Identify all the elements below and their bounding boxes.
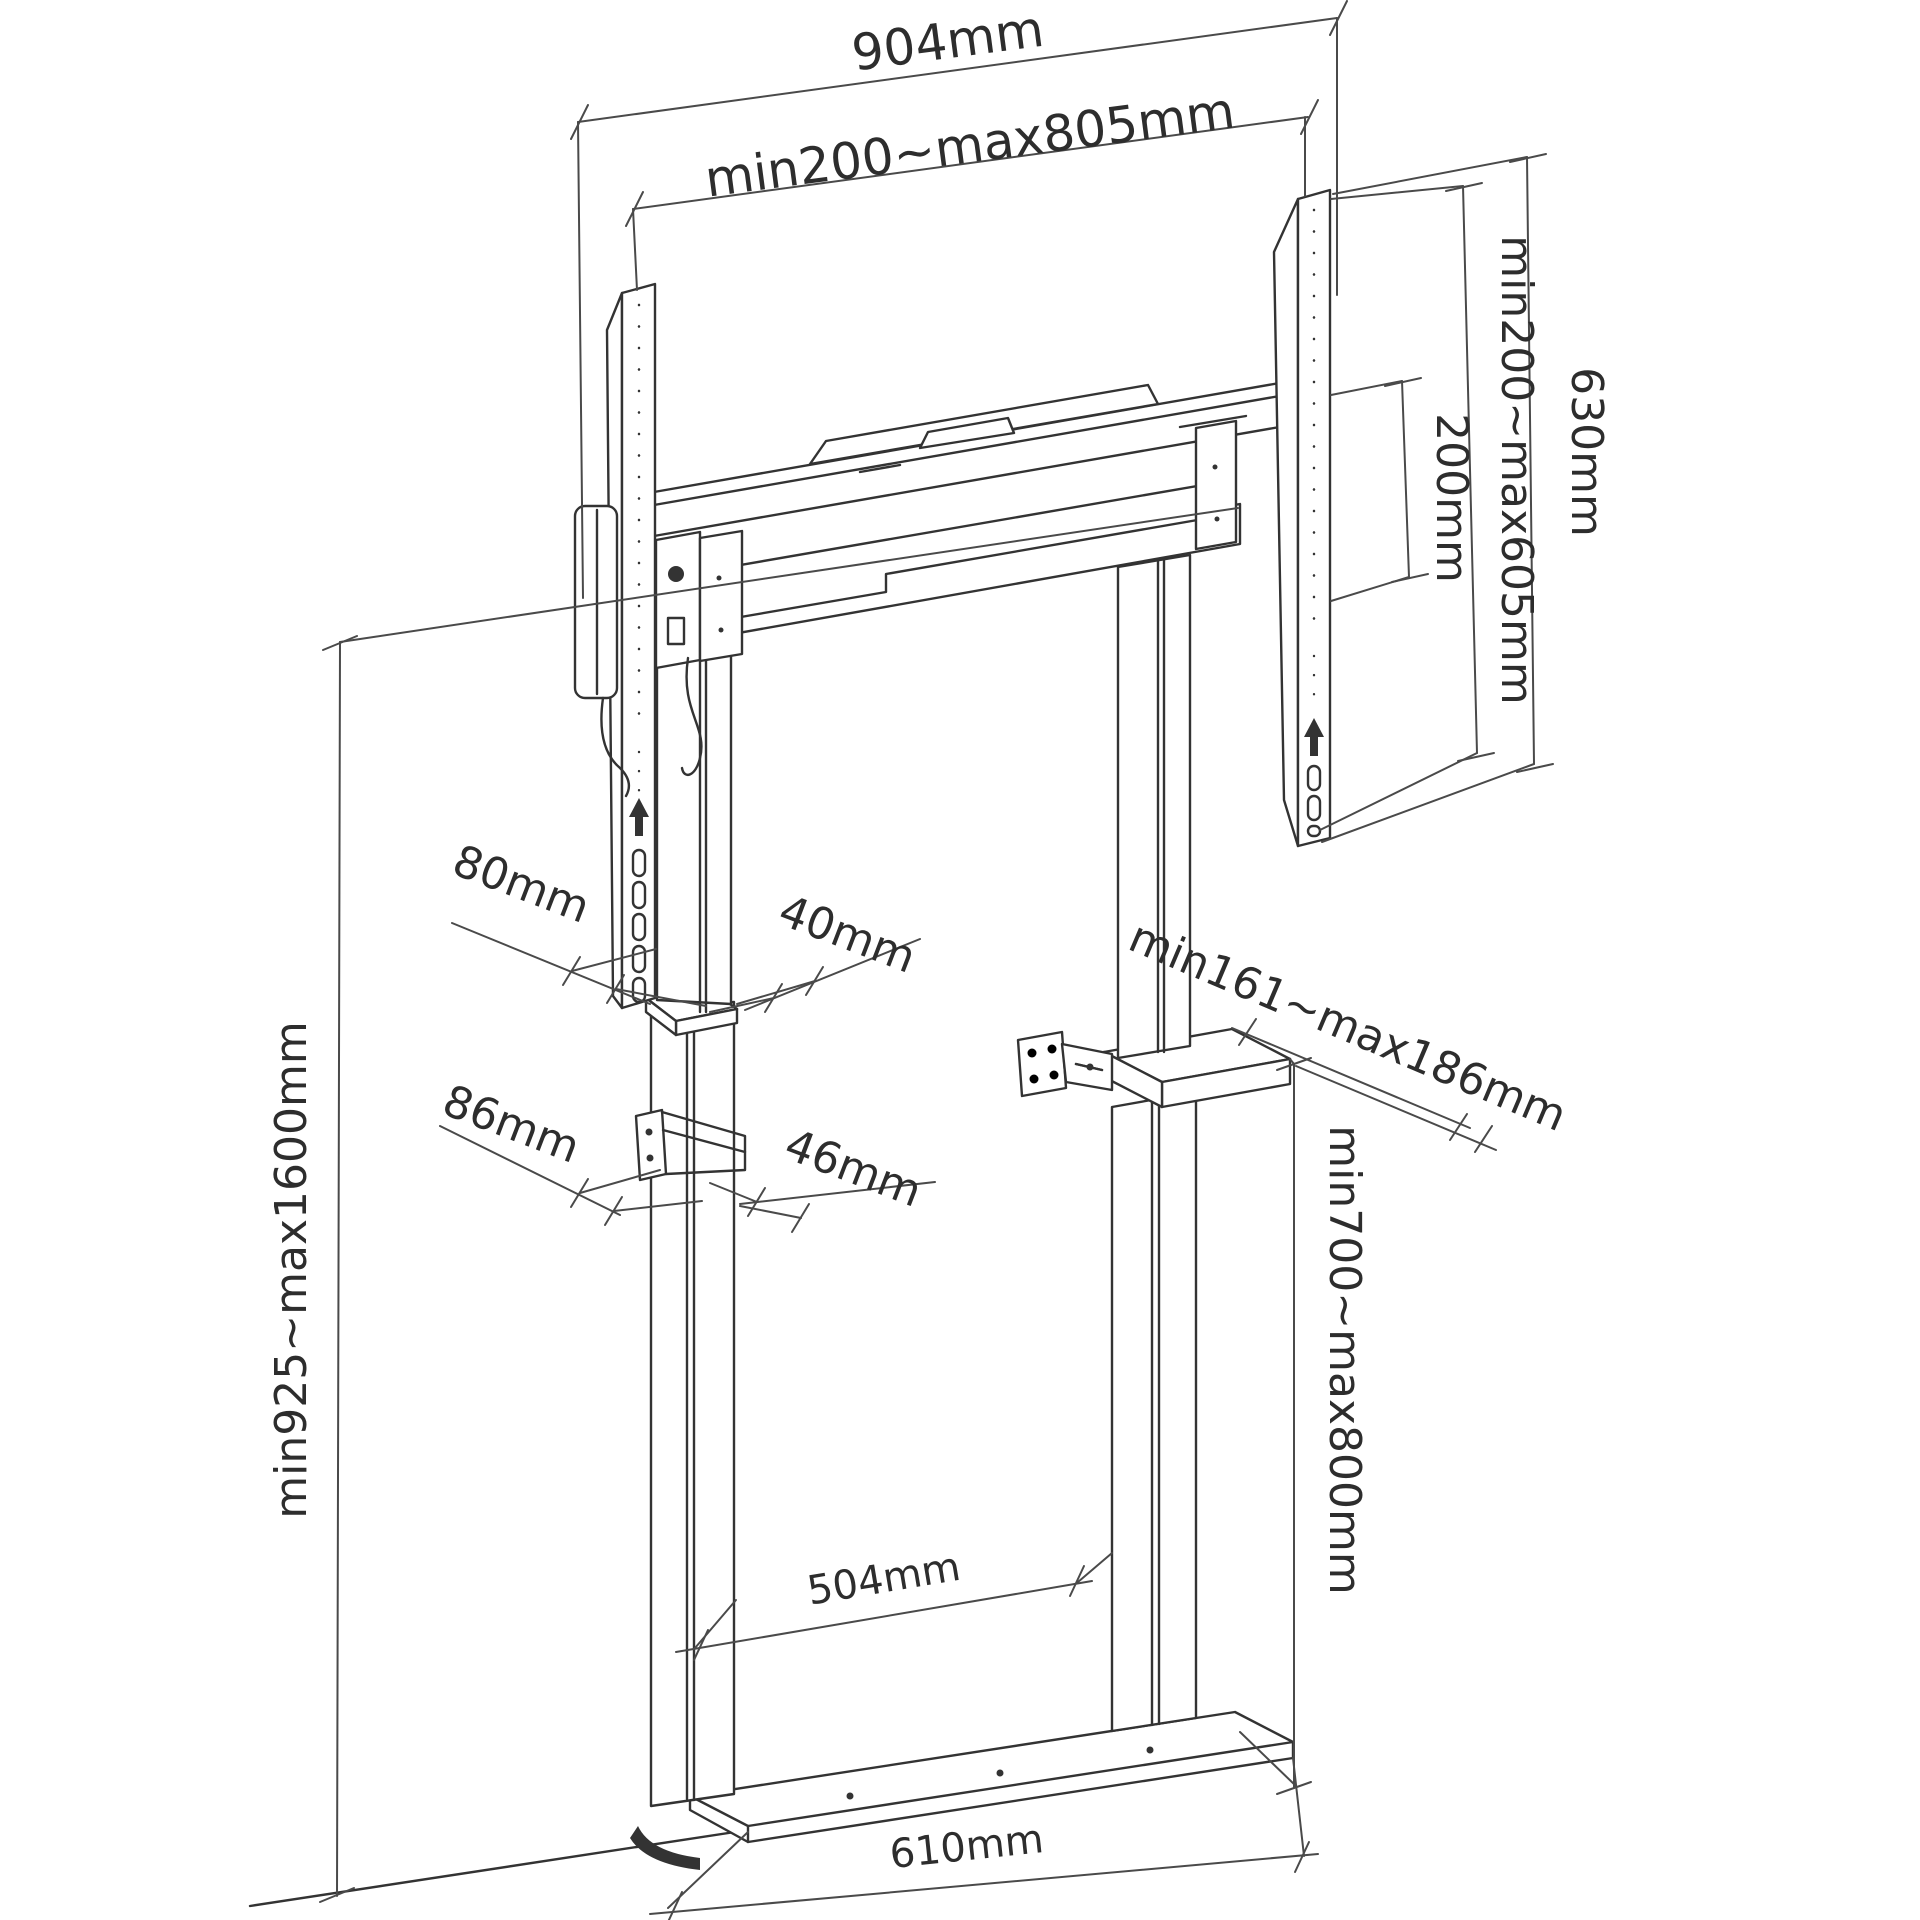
right-wall-bracket bbox=[1016, 1030, 1114, 1098]
floor-line bbox=[248, 1828, 750, 1908]
dim-vesa-pitch-label: 200mm bbox=[1426, 413, 1477, 583]
dim-column-side-width-label: 80mm bbox=[446, 835, 597, 933]
dim-vesa-height-range-label: min200~max605mm bbox=[1491, 235, 1542, 704]
dim-clamp-front-width-label: 46mm bbox=[778, 1119, 929, 1217]
left-wall-clamp bbox=[634, 1108, 747, 1182]
dim-height-adjust-range-label: min925~max1600mm bbox=[266, 1021, 317, 1518]
left-vesa-rail bbox=[573, 282, 657, 1010]
crossbar-assembly bbox=[652, 378, 1299, 777]
dimension-lines bbox=[319, 0, 1554, 1920]
right-vesa-rail bbox=[1272, 188, 1332, 848]
dim-vesa-width-range-label: min200~max805mm bbox=[702, 82, 1238, 209]
up-arrow-icon bbox=[629, 798, 649, 836]
dim-base-width-label: 610mm bbox=[888, 1816, 1046, 1878]
stand-structure bbox=[248, 188, 1332, 1908]
dim-rail-height-label: 630mm bbox=[1561, 367, 1612, 537]
dim-clamp-side-width-label: 86mm bbox=[436, 1075, 587, 1173]
dim-total-width-label: 904mm bbox=[848, 0, 1047, 82]
left-inner-column bbox=[655, 626, 733, 1014]
cable bbox=[680, 656, 703, 777]
right-outer-column bbox=[1102, 1027, 1292, 1733]
right-inner-column bbox=[1116, 553, 1192, 1060]
up-arrow-icon bbox=[1304, 718, 1324, 756]
dim-lower-column-range-label: min700~max800mm bbox=[1319, 1125, 1370, 1594]
dimension-labels: 904mm min200~max805mm min200~max605mm 63… bbox=[266, 0, 1612, 1878]
dim-column-spacing-label: 504mm bbox=[804, 1544, 964, 1615]
